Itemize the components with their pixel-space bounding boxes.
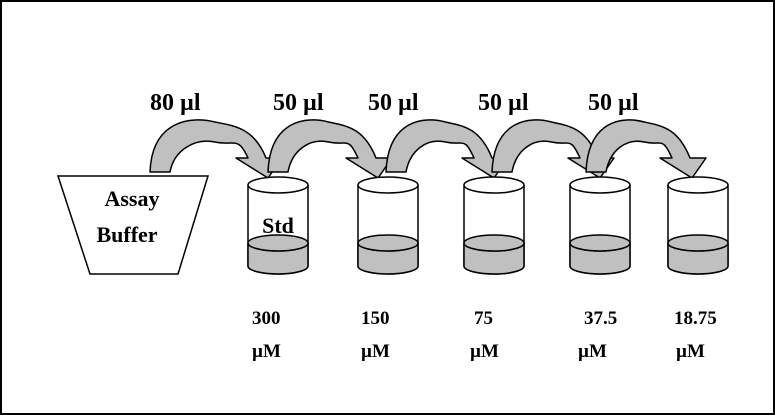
- transfer-volume-label: 50 µl: [588, 90, 639, 116]
- tube-rim: [247, 176, 309, 194]
- transfer-volume-label: 50 µl: [368, 90, 419, 116]
- transfer-volume-label: 80 µl: [150, 90, 201, 116]
- assay-buffer-trapezoid: [56, 175, 210, 275]
- tube-rim: [569, 176, 631, 194]
- tube-rim: [463, 176, 525, 194]
- transfer-arrows: [149, 119, 707, 179]
- concentration-unit: µM: [470, 341, 499, 362]
- curved-arrow-icon: [585, 119, 707, 179]
- dilution-tube: [667, 176, 729, 275]
- transfer-arrow: [585, 119, 707, 179]
- dilution-tubes: Std: [247, 176, 729, 275]
- tube-rim: [357, 176, 419, 194]
- transfer-volume-label: 50 µl: [478, 90, 529, 116]
- concentration-value: 18.75: [674, 308, 717, 329]
- liquid-surface: [569, 234, 631, 252]
- concentration-value: 37.5: [584, 308, 617, 329]
- dilution-tube: [463, 176, 525, 275]
- liquid-surface: [667, 234, 729, 252]
- concentration-value: 300: [252, 308, 281, 329]
- curved-arrow-icon: [267, 119, 393, 179]
- assay-buffer-label-line2: Buffer: [96, 222, 157, 247]
- transfer-volume-label: 50 µl: [273, 90, 324, 116]
- concentration-value: 150: [361, 308, 390, 329]
- concentration-unit: µM: [676, 341, 705, 362]
- tube-rim: [667, 176, 729, 194]
- concentration-unit: µM: [578, 341, 607, 362]
- transfer-arrow: [267, 119, 393, 179]
- tube-label: Std: [262, 213, 294, 238]
- dilution-tube: Std: [247, 176, 309, 275]
- concentration-unit: µM: [252, 341, 281, 362]
- assay-buffer-container: Assay Buffer: [56, 175, 210, 275]
- assay-buffer-label-line1: Assay: [104, 186, 159, 211]
- concentration-unit: µM: [361, 341, 390, 362]
- dilution-tube: [357, 176, 419, 275]
- liquid-surface: [247, 234, 309, 252]
- dilution-tube: [569, 176, 631, 275]
- concentration-value: 75: [474, 308, 493, 329]
- liquid-surface: [357, 234, 419, 252]
- liquid-surface: [463, 234, 525, 252]
